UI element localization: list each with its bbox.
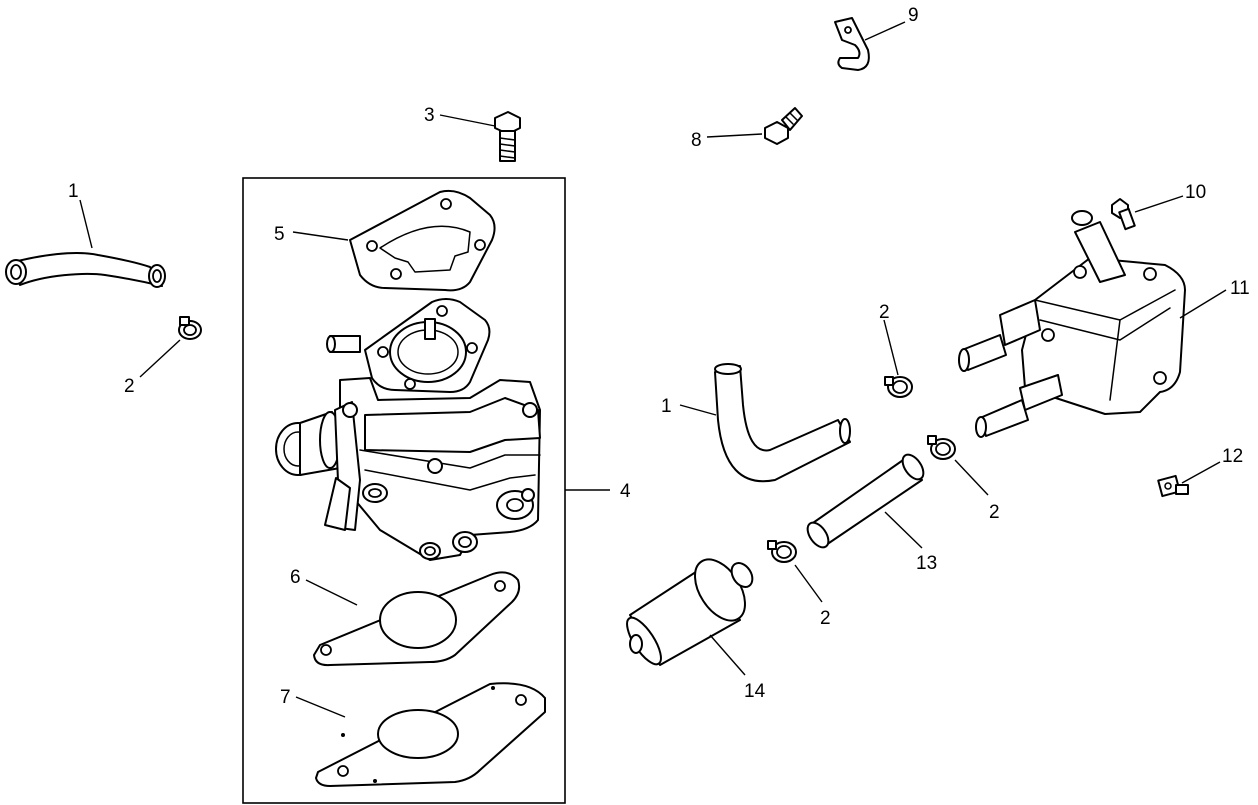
callout-2-lower: 2: [820, 608, 831, 629]
small-screw[interactable]: [1157, 474, 1189, 498]
carburetor-gasket-lower[interactable]: [315, 682, 546, 787]
hose-clamp-upper[interactable]: [884, 376, 913, 398]
callout-14: 14: [744, 681, 766, 702]
hose-clamp-middle[interactable]: [927, 435, 956, 460]
callout-6: 6: [290, 567, 301, 588]
callout-8: 8: [691, 130, 702, 151]
callout-5: 5: [274, 224, 285, 245]
fuel-pump-mount-screw[interactable]: [1111, 198, 1136, 231]
callout-9: 9: [908, 5, 919, 26]
fuel-filter[interactable]: [621, 551, 757, 669]
callout-7: 7: [280, 687, 291, 708]
hose-clip[interactable]: [834, 17, 870, 71]
carburetor-body[interactable]: [275, 298, 541, 561]
hose-clamp-left[interactable]: [178, 316, 202, 340]
fuel-pump[interactable]: [958, 210, 1186, 438]
callout-numbers: 1 2 3 5 4 6 7 8 9 10 11 12 2 1 2 2 13 14: [68, 5, 1250, 708]
callout-1-left: 1: [68, 181, 79, 202]
callout-2-middle: 2: [989, 502, 1000, 523]
hose-clamp-lower[interactable]: [767, 540, 797, 563]
callout-4: 4: [620, 481, 631, 502]
callout-11: 11: [1230, 278, 1250, 299]
carburetor-upper-gasket[interactable]: [349, 189, 496, 292]
carburetor-bolt[interactable]: [494, 111, 521, 162]
callout-1-right: 1: [661, 396, 672, 417]
callout-2-left: 2: [124, 376, 135, 397]
fuel-line-straight[interactable]: [803, 451, 927, 551]
callout-2-upper: 2: [879, 302, 890, 323]
callout-12: 12: [1222, 446, 1243, 467]
callout-13: 13: [916, 553, 937, 574]
callout-3: 3: [424, 105, 435, 126]
carburetor-gasket-middle[interactable]: [313, 571, 521, 667]
callout-10: 10: [1185, 182, 1206, 203]
leader-lines: [79, 21, 1227, 718]
fuel-hose-right[interactable]: [714, 363, 851, 483]
fuel-hose-left[interactable]: [5, 252, 166, 288]
fuel-pump-screw[interactable]: [764, 107, 803, 145]
